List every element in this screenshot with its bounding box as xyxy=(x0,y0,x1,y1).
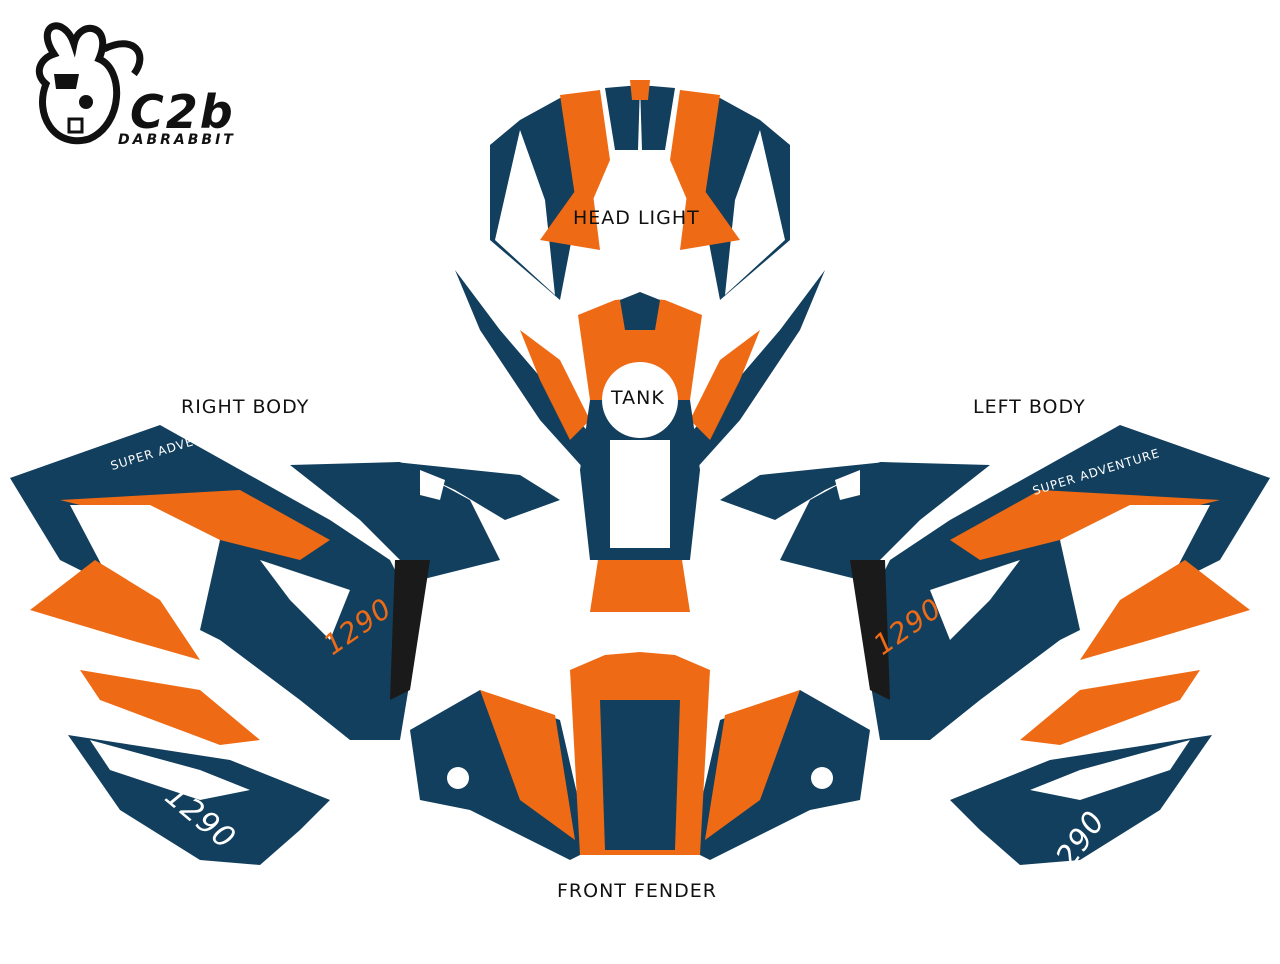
label-head-light: HEAD LIGHT xyxy=(573,207,700,229)
label-tank: TANK xyxy=(611,387,665,409)
label-right-body: RIGHT BODY xyxy=(181,396,310,418)
label-left-body: LEFT BODY xyxy=(973,396,1086,418)
logo-mark: C2b xyxy=(130,85,235,139)
logo-subtitle: DABRABBIT xyxy=(118,132,236,148)
label-front-fender: FRONT FENDER xyxy=(557,880,717,902)
rabbit-head-icon xyxy=(35,22,144,145)
